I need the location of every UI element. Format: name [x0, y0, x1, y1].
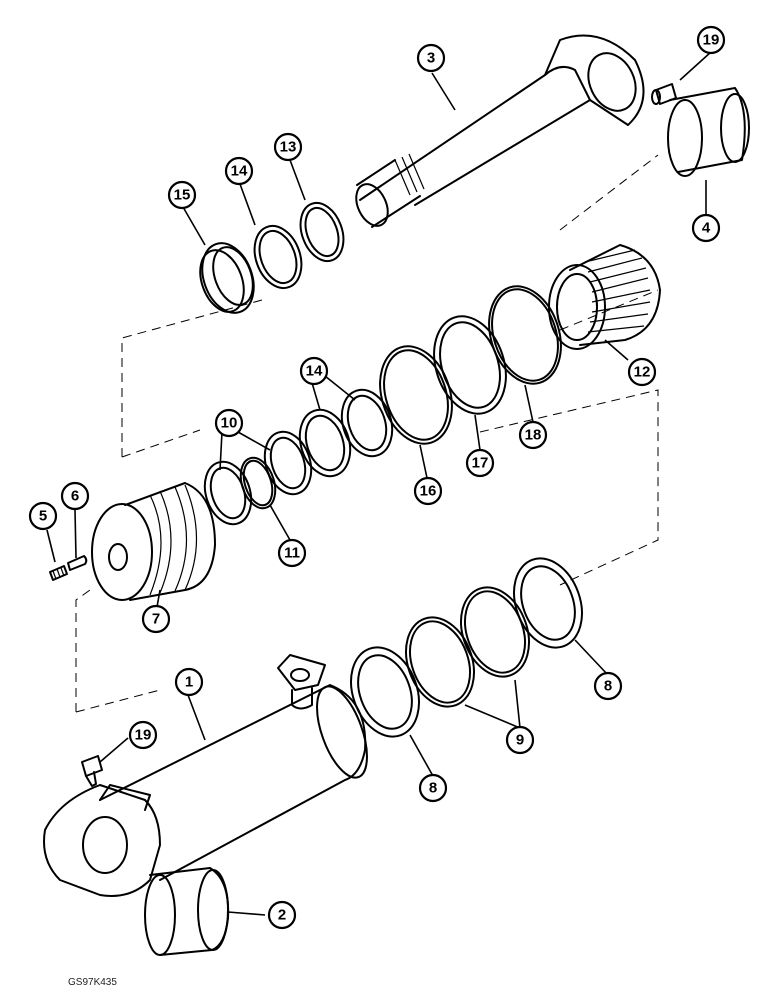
callout-14-lower: 14: [299, 356, 329, 386]
callout-label: 1: [185, 674, 193, 691]
callout-17: 17: [465, 448, 495, 478]
callout-label: 9: [516, 732, 524, 749]
callout-label: 14: [306, 363, 323, 380]
piston-rings: [203, 388, 394, 526]
callout-label: 19: [703, 32, 720, 49]
callout-4: 4: [691, 213, 721, 243]
callout-label: 14: [231, 163, 248, 180]
callout-18: 18: [518, 420, 548, 450]
callout-label: 18: [525, 427, 542, 444]
callout-label: 3: [427, 50, 435, 67]
piston-rod: [355, 34, 645, 228]
callout-label: 15: [174, 187, 191, 204]
callout-label: 13: [280, 139, 297, 156]
callout-2: 2: [267, 900, 297, 930]
piston: [91, 482, 216, 601]
callout-15: 15: [167, 180, 197, 210]
callout-label: 19: [135, 727, 152, 744]
callout-14-upper: 14: [224, 156, 254, 186]
grease-fitting-bottom: [81, 755, 103, 787]
upper-seals: [199, 201, 345, 314]
callout-3: 3: [416, 43, 446, 73]
callout-label: 7: [152, 611, 160, 628]
callout-8-left: 8: [418, 773, 448, 803]
callout-11: 11: [277, 538, 307, 568]
callout-label: 8: [604, 678, 612, 695]
callout-label: 11: [284, 545, 300, 562]
callout-19-top: 19: [696, 25, 726, 55]
callout-label: 4: [702, 220, 711, 237]
set-screw-and-pin: [49, 555, 88, 581]
callout-label: 8: [429, 780, 437, 797]
figure-reference-code: GS97K435: [68, 977, 117, 988]
callout-label: 5: [39, 508, 47, 525]
callout-1: 1: [174, 667, 204, 697]
gland: [548, 244, 661, 350]
grease-fitting-top: [651, 83, 677, 105]
callout-9: 9: [505, 725, 535, 755]
barrel-bushing: [144, 867, 230, 956]
callout-8-right: 8: [593, 671, 623, 701]
cylinder-barrel: [43, 654, 368, 897]
callout-label: 17: [472, 455, 489, 472]
callout-label: 2: [278, 907, 286, 924]
callout-5: 5: [28, 501, 58, 531]
callout-12: 12: [627, 357, 657, 387]
gland-seals: [379, 285, 562, 445]
callout-label: 10: [221, 415, 238, 432]
rod-bushing: [667, 87, 750, 177]
callout-13: 13: [273, 132, 303, 162]
cylinder-seals: [350, 557, 583, 738]
assembly-dash-lines: [75, 154, 659, 713]
callout-6: 6: [60, 481, 90, 511]
callout-label: 12: [634, 364, 651, 381]
callout-10: 10: [214, 408, 244, 438]
callout-7: 7: [141, 604, 171, 634]
callout-19-bottom: 19: [128, 720, 158, 750]
callout-16: 16: [413, 476, 443, 506]
callout-label: 16: [420, 483, 437, 500]
leader-lines: [46, 51, 712, 916]
callout-label: 6: [71, 488, 79, 505]
